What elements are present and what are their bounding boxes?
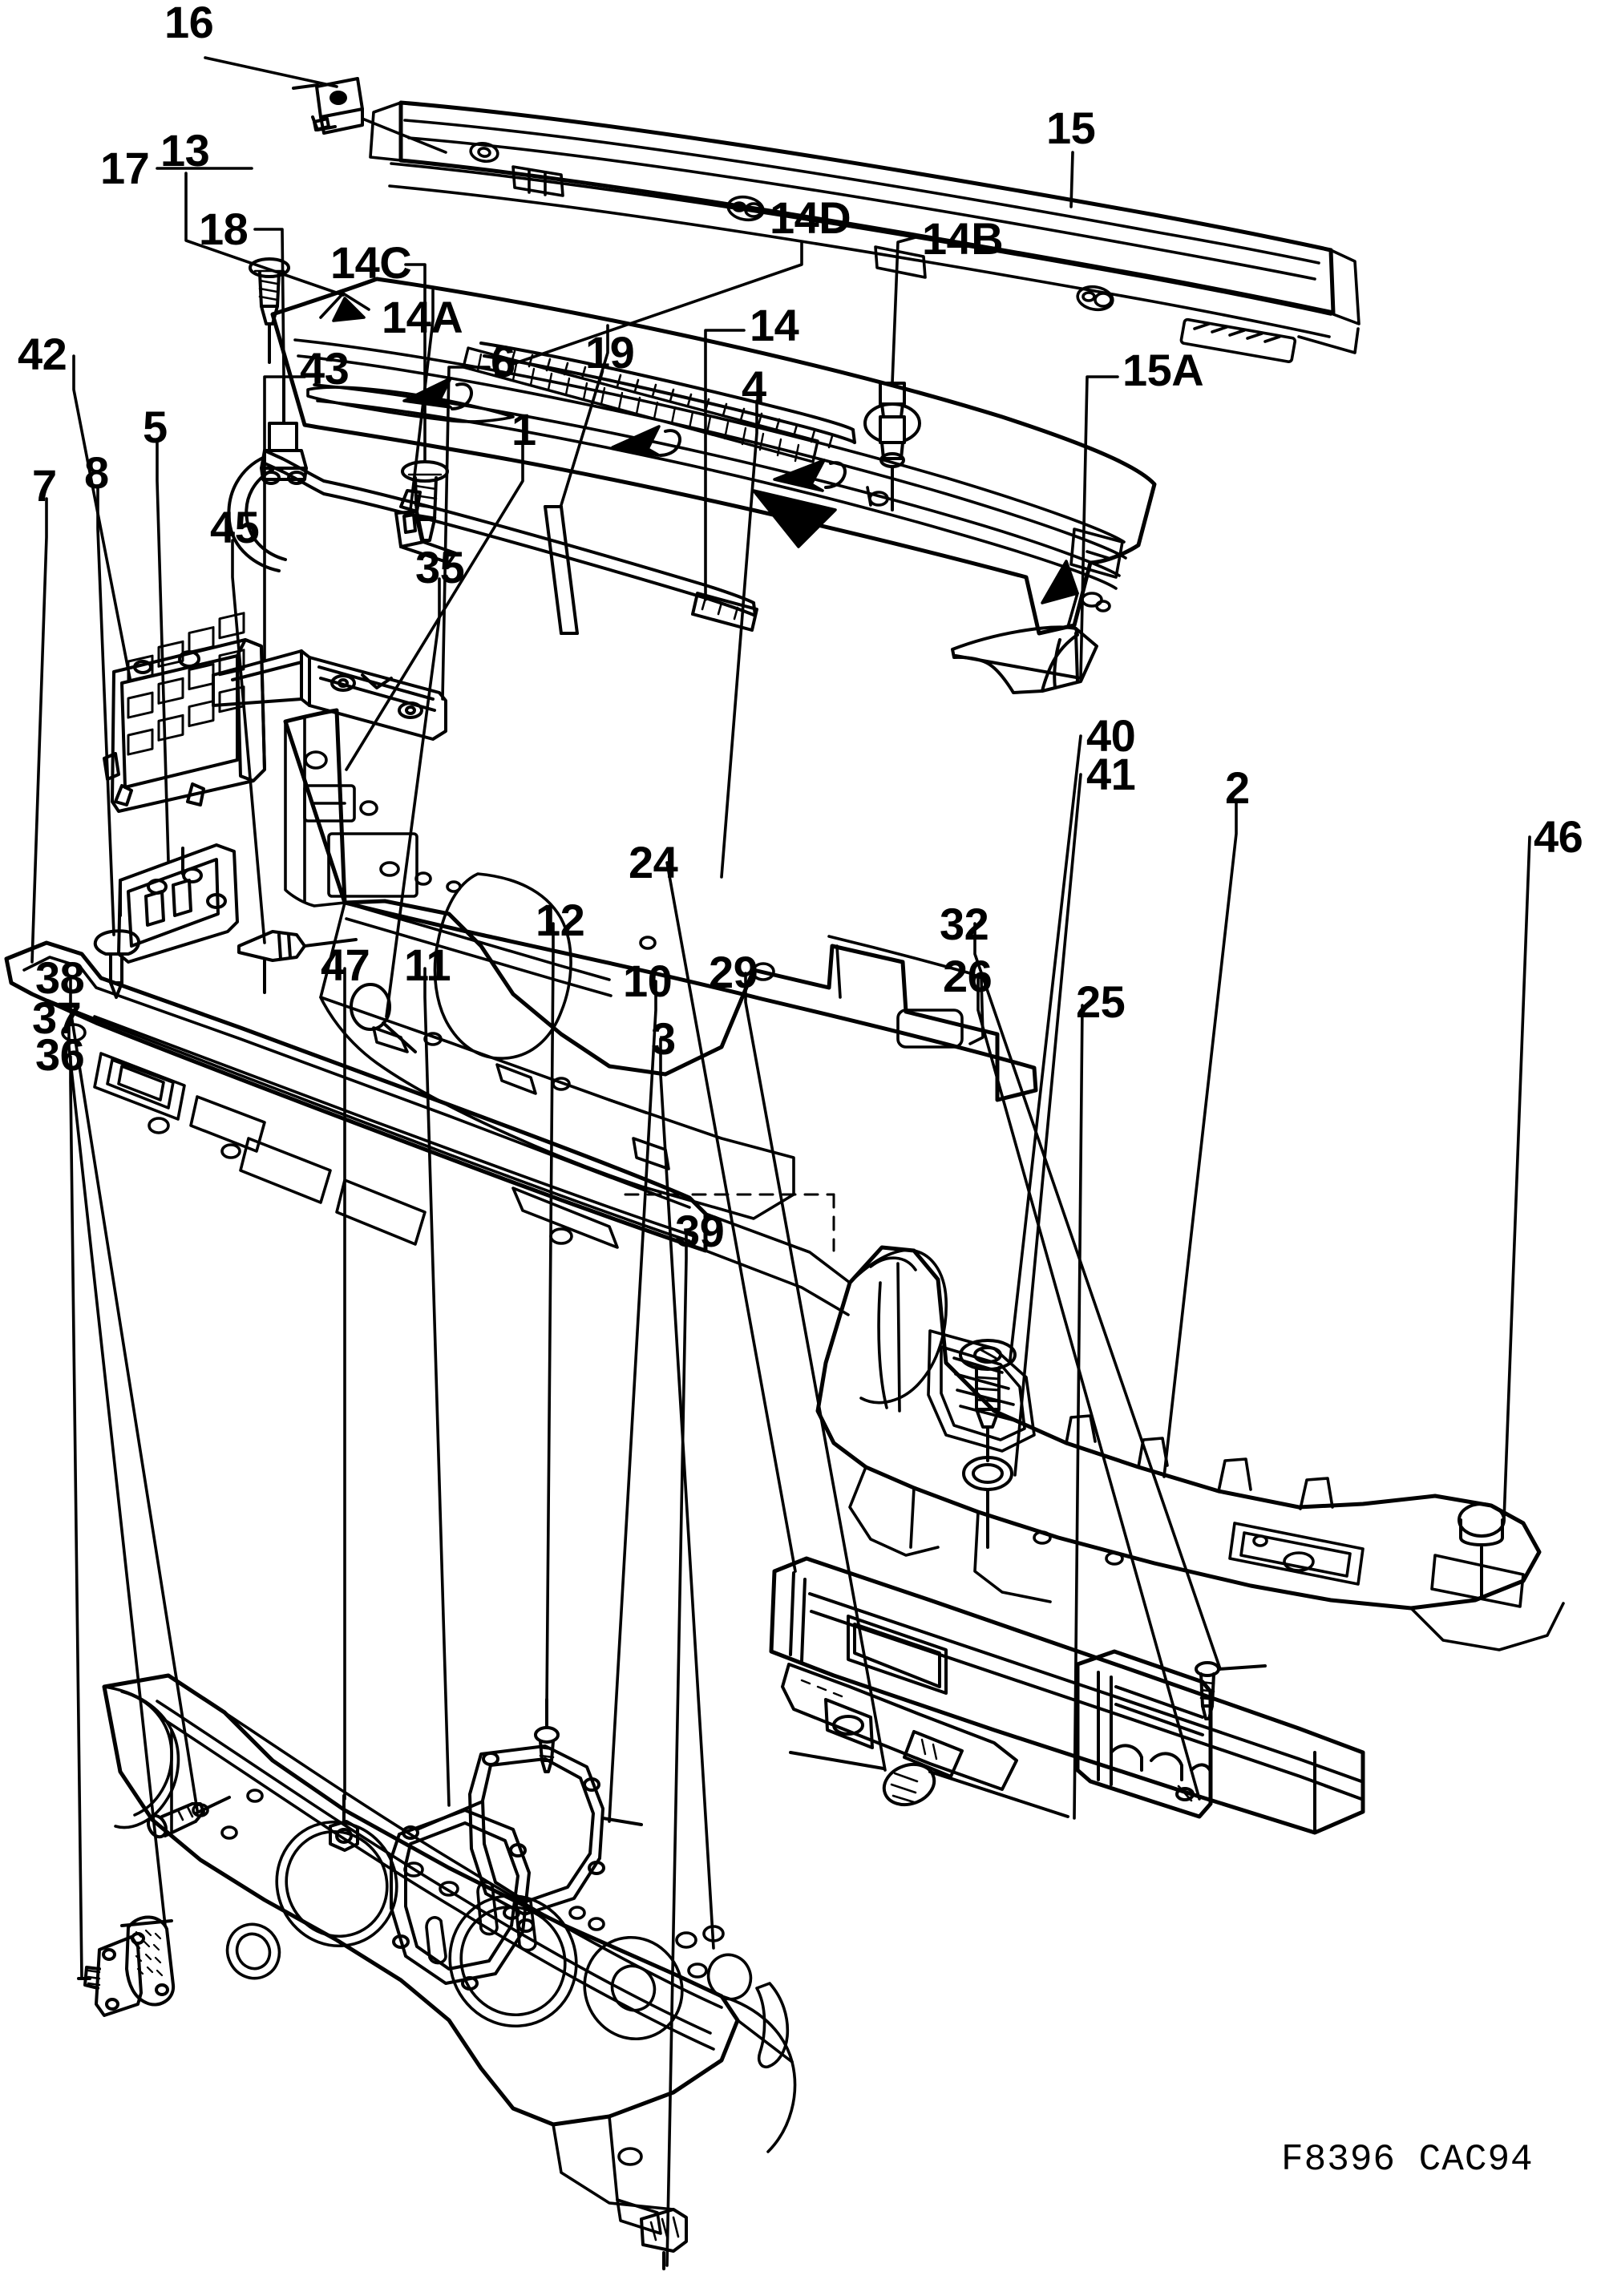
part-45-stud [237, 930, 358, 994]
callout-12: 12 [536, 895, 585, 945]
callout-10: 10 [623, 956, 673, 1006]
drawing-code: F8396 CAC94 [1281, 2139, 1534, 2181]
callout-47: 47 [321, 940, 370, 990]
callout-3: 3 [651, 1013, 676, 1064]
part-41-washer [962, 1456, 1013, 1549]
callout-26: 26 [943, 951, 993, 1001]
part-1-bulkhead-panel [283, 708, 1038, 1220]
part-18-bushing [260, 375, 308, 485]
callout-38: 38 [35, 952, 85, 1003]
part-17-screw [249, 257, 290, 364]
callout-41: 41 [1086, 749, 1136, 799]
callout-25: 25 [1076, 976, 1126, 1027]
callout-14d: 14D [770, 192, 851, 243]
callout-14b: 14B [922, 213, 1004, 264]
callout-15: 15 [1046, 103, 1096, 153]
part-14d-strip [462, 346, 819, 463]
part-37-plate [120, 1915, 176, 2007]
callout-32: 32 [940, 899, 989, 949]
callout-43: 43 [300, 343, 350, 394]
callout-8: 8 [84, 447, 109, 498]
callout-7: 7 [32, 460, 57, 511]
part-26-end-panel [1075, 1649, 1213, 1819]
callout-35: 35 [415, 542, 465, 592]
callout-24: 24 [629, 837, 678, 887]
callout-19: 19 [585, 327, 635, 378]
callout-29: 29 [709, 947, 758, 997]
part-6-reinforcement-rail [212, 649, 447, 741]
callout-17: 17 [100, 143, 150, 193]
callout-18: 18 [199, 204, 249, 254]
callout-39: 39 [675, 1206, 725, 1256]
callout-16: 16 [164, 0, 214, 47]
callout-46: 46 [1534, 811, 1583, 862]
part-40-screw [959, 1339, 1017, 1462]
part-16-clip [292, 77, 364, 135]
callout-45: 45 [210, 502, 260, 552]
part-3-dash-panel [102, 1673, 797, 2235]
part-19-rod [544, 505, 579, 635]
callout-15a: 15A [1122, 345, 1204, 395]
callout-36: 36 [35, 1029, 85, 1080]
callout-5: 5 [143, 402, 168, 452]
callout-4: 4 [742, 362, 766, 412]
callout-11: 11 [404, 940, 451, 990]
part-11-gasket [390, 1801, 535, 1991]
leader-lines [30, 56, 1531, 2267]
callout-1: 1 [511, 404, 536, 455]
part-14b-grommet [863, 382, 921, 511]
part-15-windscreen-trim [369, 100, 1360, 364]
callout-14c: 14C [330, 237, 412, 288]
callout-40: 40 [1086, 710, 1136, 761]
part-36-bracket [77, 1935, 143, 2017]
part-35-plug [350, 983, 417, 1053]
part-38-screw [146, 1796, 231, 1839]
part-15a-gusset [951, 625, 1098, 694]
callout-6: 6 [491, 336, 515, 386]
part-2-insulation-panel [815, 1245, 1565, 1651]
callout-14: 14 [750, 300, 799, 350]
callout-2: 2 [1225, 762, 1250, 813]
callout-14a: 14A [382, 292, 463, 342]
callout-13: 13 [160, 125, 210, 176]
part-39-clip [640, 2208, 688, 2270]
part-7-crossmember [4, 940, 851, 1316]
callout-37: 37 [32, 992, 82, 1043]
part-5-bracket [117, 843, 239, 964]
part-46-plug [1458, 1502, 1506, 1599]
part-42-grille [103, 612, 266, 813]
part-14a-clip [394, 489, 457, 564]
part-25-patch [781, 1663, 1069, 1818]
part-32-screw [1195, 1661, 1267, 1720]
part-24-cover-panel [769, 1556, 1365, 1835]
callout-42: 42 [18, 329, 67, 379]
part-29-grommet [789, 1751, 936, 1807]
